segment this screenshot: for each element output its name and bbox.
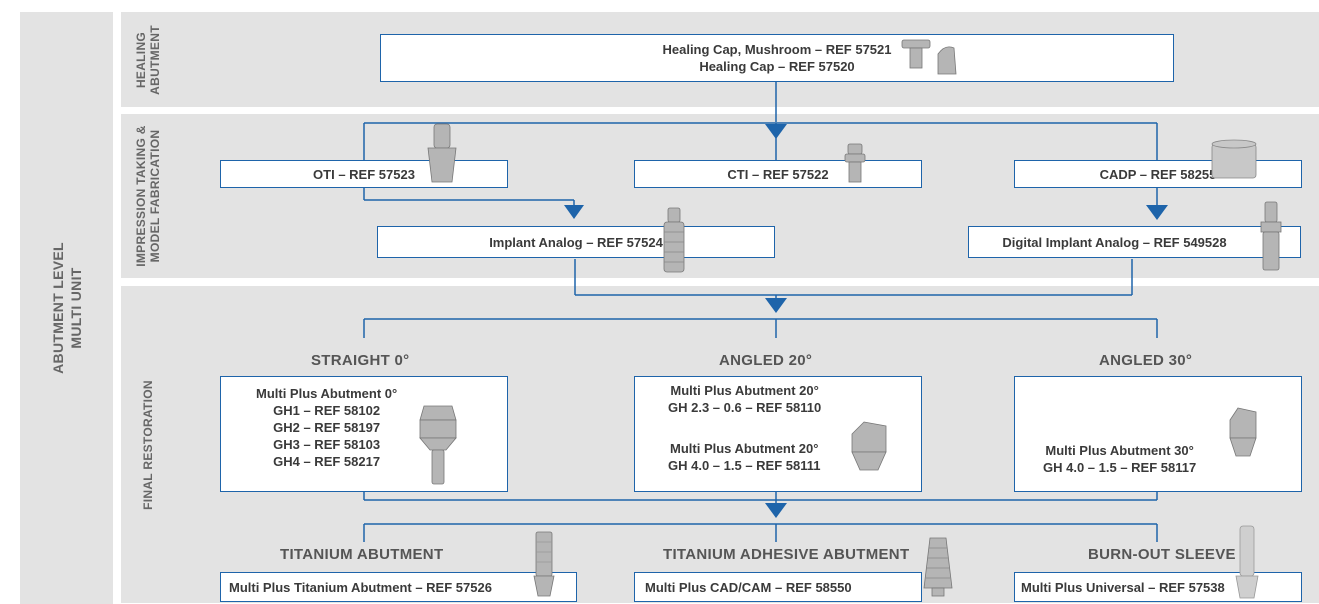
angled20-line-2: GH 2.3 – 0.6 – REF 58110	[668, 400, 822, 415]
adhesive-abutment-icon	[923, 537, 953, 597]
straight-box: Multi Plus Abutment 0° GH1 – REF 58102 G…	[220, 376, 508, 492]
burnout-label: Multi Plus Universal – REF 57538	[1021, 579, 1225, 595]
angled20-line-3: Multi Plus Abutment 20°	[670, 441, 819, 456]
heading-straight: STRAIGHT 0°	[311, 352, 410, 369]
oti-label: OTI – REF 57523	[313, 166, 415, 182]
cti-box: CTI – REF 57522	[634, 160, 922, 188]
implant-analog-box: Implant Analog – REF 57524	[377, 226, 775, 258]
heading-angled30: ANGLED 30°	[1099, 352, 1193, 369]
heading-titanium: TITANIUM ABUTMENT	[280, 546, 444, 563]
straight-line-5: GH4 – REF 58217	[273, 454, 381, 469]
heading-burnout: BURN-OUT SLEEVE	[1088, 546, 1236, 563]
oti-box: OTI – REF 57523	[220, 160, 508, 188]
side-band	[20, 12, 113, 604]
cadp-icon	[1211, 139, 1257, 179]
straight-line-4: GH3 – REF 58103	[273, 437, 381, 452]
cti-icon	[844, 143, 866, 183]
straight-line-3: GH2 – REF 58197	[273, 420, 381, 435]
arrow-oti-analog	[564, 205, 584, 219]
healing-cap-box: Healing Cap, Mushroom – REF 57521 Healin…	[380, 34, 1174, 82]
arrow-cadp-digital	[1146, 205, 1168, 220]
healing-cap-icon	[901, 39, 957, 75]
oti-icon	[427, 123, 457, 183]
healing-cap-mushroom-label: Healing Cap, Mushroom – REF 57521	[662, 42, 892, 57]
implant-analog-icon	[663, 207, 685, 273]
titanium-label: Multi Plus Titanium Abutment – REF 57526	[229, 579, 492, 595]
straight-abutment-icon	[419, 405, 457, 485]
angled30-line-2: GH 4.0 – 1.5 – REF 58117	[1043, 460, 1197, 475]
implant-analog-label: Implant Analog – REF 57524	[489, 234, 663, 250]
titanium-box: Multi Plus Titanium Abutment – REF 57526	[220, 572, 577, 602]
angled30-abutment-icon	[1229, 407, 1257, 457]
healing-cap-label: Healing Cap – REF 57520	[699, 59, 855, 74]
adhesive-label: Multi Plus CAD/CAM – REF 58550	[645, 579, 852, 595]
adhesive-box: Multi Plus CAD/CAM – REF 58550	[634, 572, 922, 602]
angled30-line-1: Multi Plus Abutment 30°	[1045, 443, 1194, 458]
heading-adhesive: TITANIUM ADHESIVE ABUTMENT	[663, 546, 910, 563]
straight-line-2: GH1 – REF 58102	[273, 403, 381, 418]
arrow-healing-impression	[765, 124, 787, 139]
angled30-box: Multi Plus Abutment 30° GH 4.0 – 1.5 – R…	[1014, 376, 1302, 492]
straight-line-1: Multi Plus Abutment 0°	[256, 386, 398, 401]
angled20-line-1: Multi Plus Abutment 20°	[670, 383, 819, 398]
arrow-analog-final	[765, 298, 787, 313]
digital-implant-analog-icon	[1260, 201, 1282, 271]
cadp-label: CADP – REF 58255	[1099, 166, 1217, 182]
digital-implant-analog-box: Digital Implant Analog – REF 549528	[968, 226, 1301, 258]
digital-implant-analog-label: Digital Implant Analog – REF 549528	[1002, 234, 1227, 250]
cti-label: CTI – REF 57522	[727, 166, 829, 182]
burnout-sleeve-icon	[1235, 525, 1259, 599]
arrow-angles-final	[765, 503, 787, 518]
heading-angled20: ANGLED 20°	[719, 352, 813, 369]
angled20-abutment-icon	[851, 421, 887, 471]
angled20-line-4: GH 4.0 – 1.5 – REF 58111	[668, 458, 821, 473]
titanium-abutment-icon	[533, 531, 555, 597]
